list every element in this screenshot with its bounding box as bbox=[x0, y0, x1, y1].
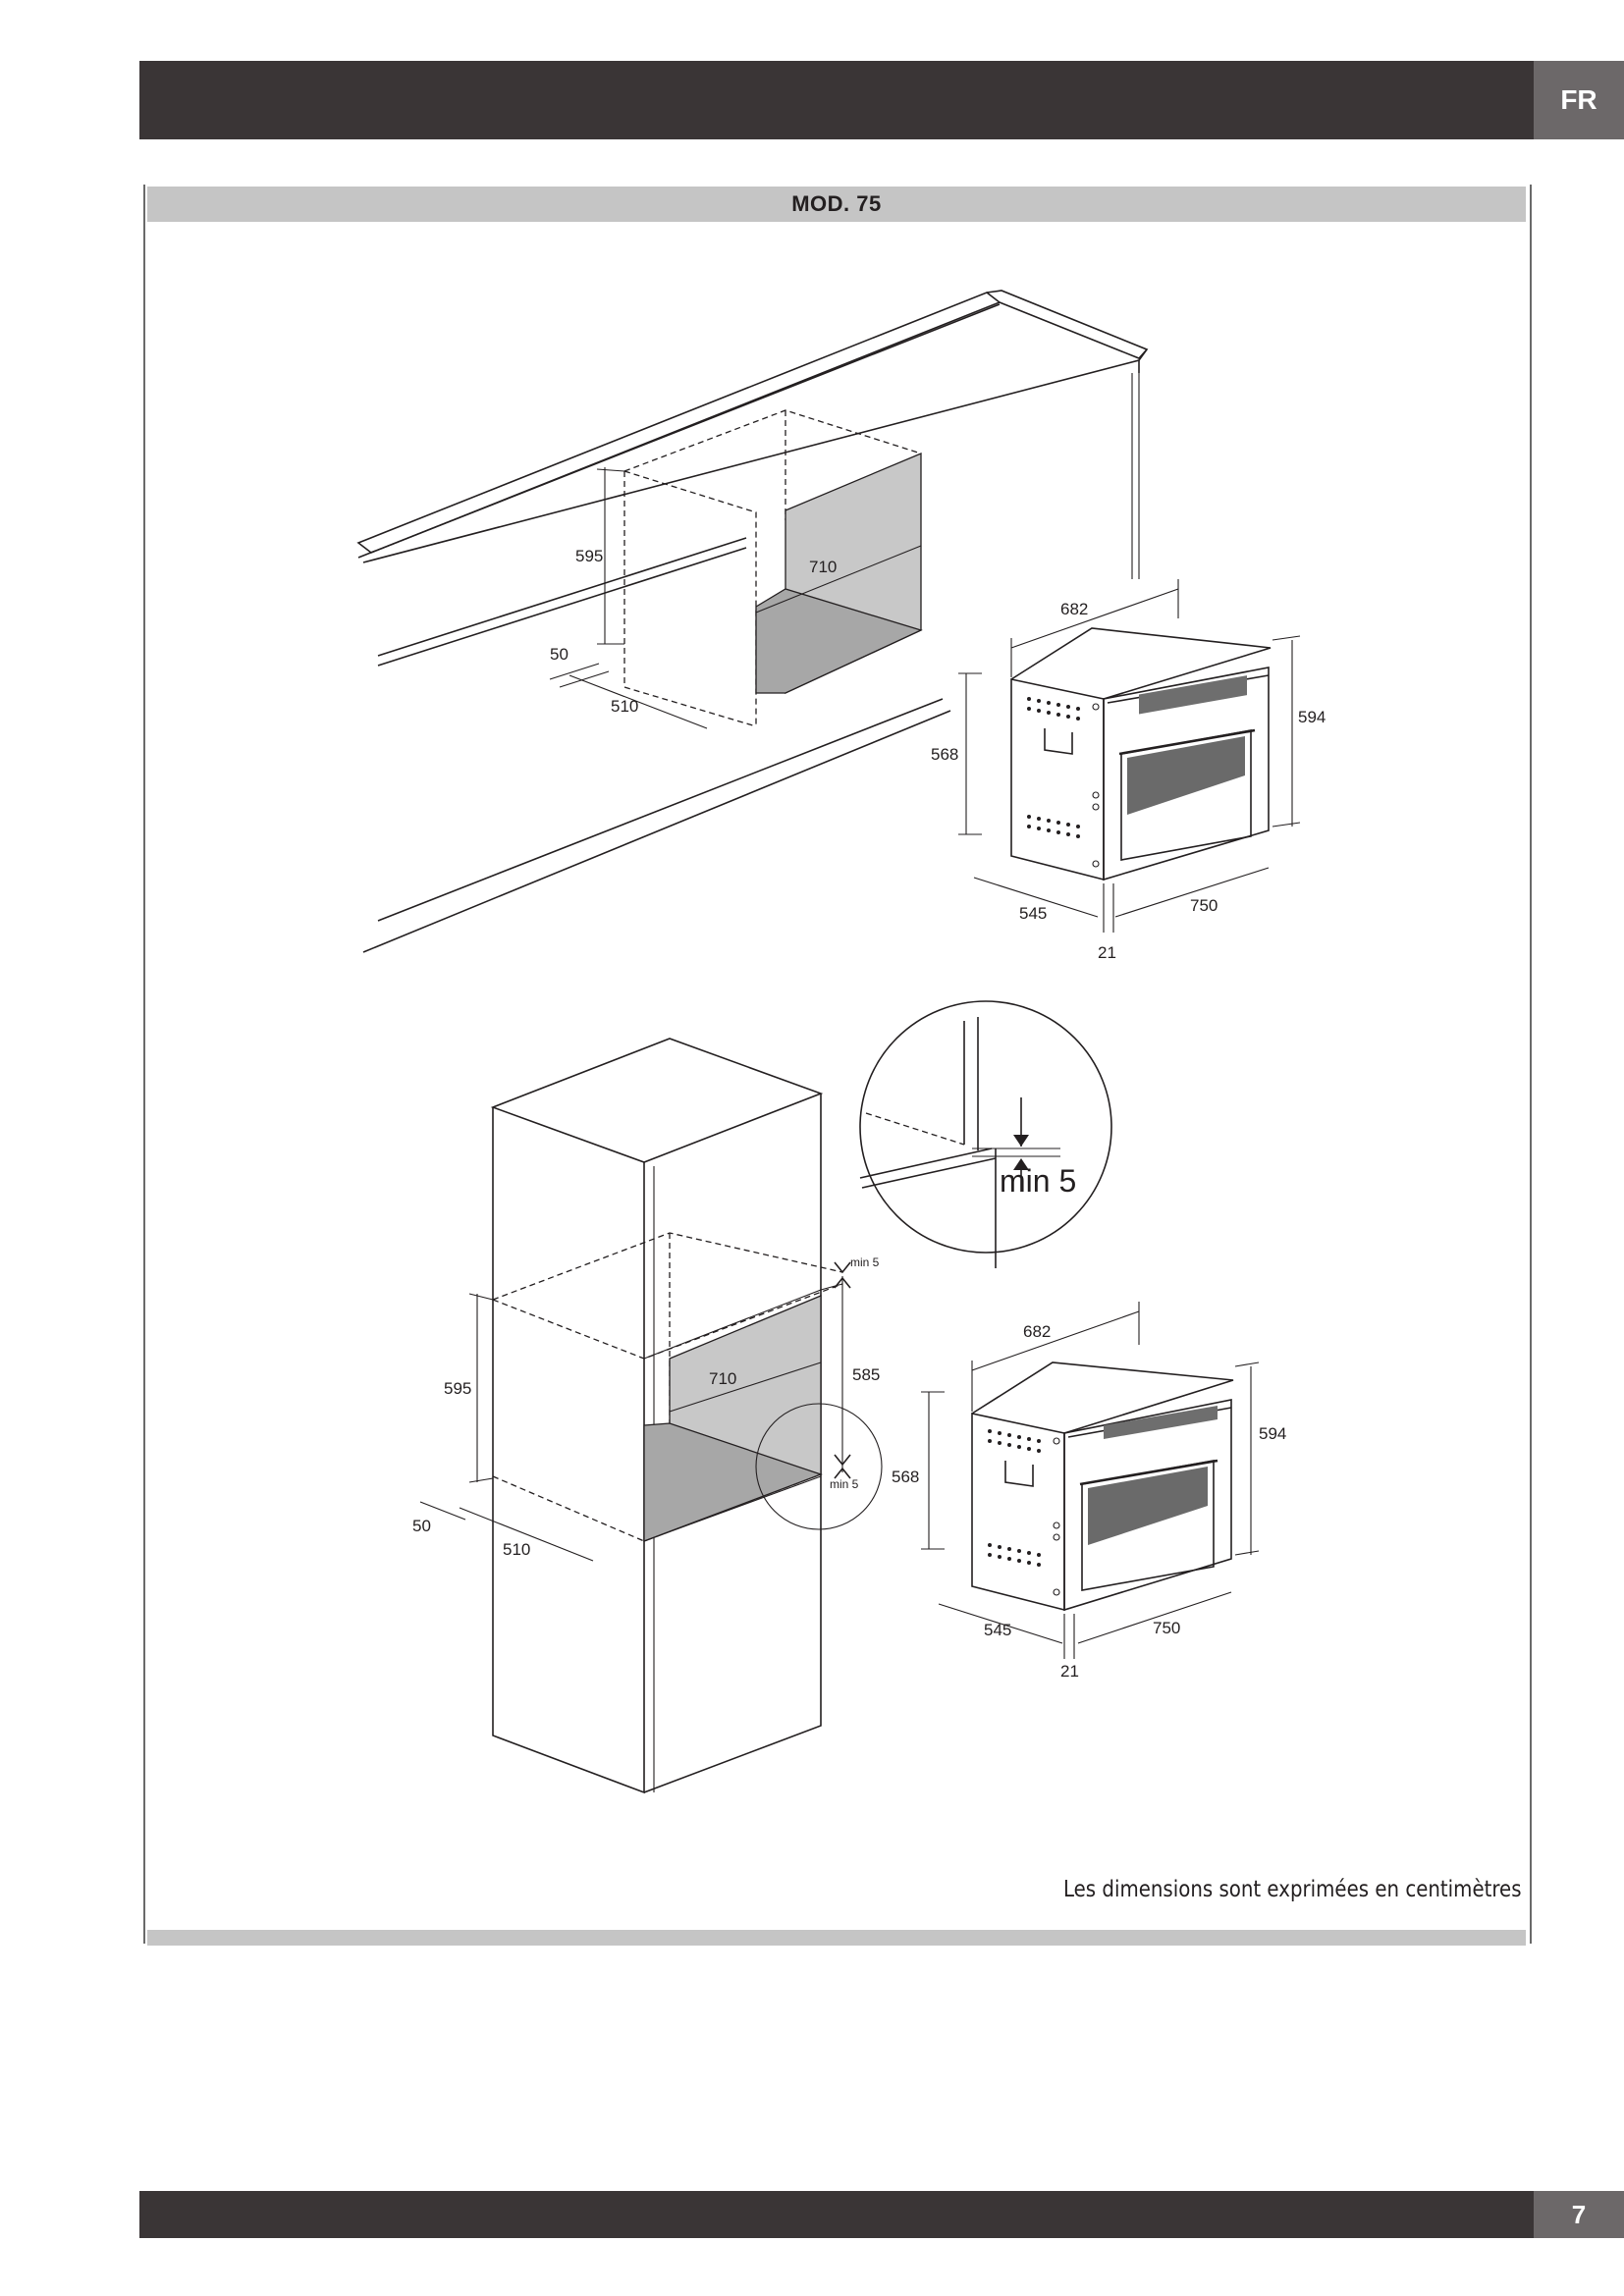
dimensions-note: Les dimensions sont exprimées en centimè… bbox=[1063, 1877, 1522, 1902]
front-offset-label-2: 50 bbox=[412, 1517, 431, 1535]
section-title: MOD. 75 bbox=[147, 187, 1526, 222]
frame-left-border bbox=[143, 185, 145, 1944]
language-tab: FR bbox=[1534, 61, 1624, 139]
oven-front-width-label-2: 750 bbox=[1153, 1619, 1180, 1637]
clearance-bottom-label: min 5 bbox=[830, 1477, 859, 1491]
niche-depth-label-2: 510 bbox=[503, 1540, 530, 1559]
front-offset-label: 50 bbox=[550, 645, 568, 664]
oven-depth-label: 545 bbox=[1019, 904, 1047, 923]
oven-front-width-label: 750 bbox=[1190, 896, 1218, 915]
niche-height-label-2: 595 bbox=[444, 1379, 471, 1398]
niche-depth-label: 510 bbox=[611, 697, 638, 716]
oven-width-label: 682 bbox=[1060, 600, 1088, 618]
footer-bar bbox=[139, 2191, 1534, 2238]
oven-body-height-label-2: 568 bbox=[892, 1468, 919, 1486]
opening-height-label: 585 bbox=[852, 1365, 880, 1384]
header-bar bbox=[139, 61, 1534, 139]
oven-body-height-label: 568 bbox=[931, 745, 958, 764]
panel-thickness-label: 21 bbox=[1098, 943, 1116, 962]
countertop-figure: 595 710 510 50 bbox=[356, 290, 1149, 953]
clearance-detail-label: min 5 bbox=[1000, 1163, 1076, 1199]
oven-depth-label-2: 545 bbox=[984, 1621, 1011, 1639]
section-bottom-bar bbox=[147, 1930, 1526, 1946]
oven-height-label: 594 bbox=[1298, 708, 1326, 726]
clearance-detail-callout: min 5 bbox=[859, 1000, 1112, 1268]
frame-right-border bbox=[1530, 185, 1532, 1944]
column-cabinet-figure: 595 710 510 50 585 min 5 min 5 bbox=[412, 1038, 883, 1794]
niche-width-label: 710 bbox=[809, 558, 837, 576]
panel-thickness-label-2: 21 bbox=[1060, 1662, 1079, 1681]
page-number: 7 bbox=[1534, 2191, 1624, 2238]
oven-illustration-bottom: 682 594 568 545 750 21 bbox=[892, 1302, 1286, 1681]
oven-height-label-2: 594 bbox=[1259, 1424, 1286, 1443]
niche-height-label: 595 bbox=[575, 547, 603, 565]
oven-width-label-2: 682 bbox=[1023, 1322, 1051, 1341]
clearance-top-label: min 5 bbox=[850, 1255, 880, 1269]
oven-illustration-top: 682 594 568 545 750 21 bbox=[931, 579, 1326, 962]
niche-width-label-2: 710 bbox=[709, 1369, 736, 1388]
